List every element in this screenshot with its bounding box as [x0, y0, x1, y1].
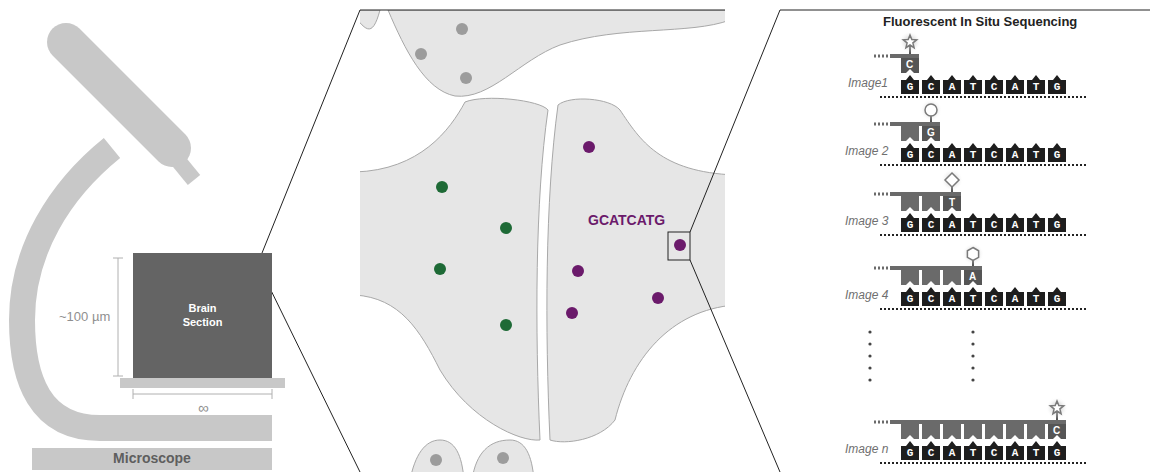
fluorophore-circle — [925, 104, 937, 116]
incorporated-base — [1027, 424, 1045, 439]
template-backbone — [880, 462, 1086, 464]
incorporated-base — [1048, 424, 1066, 439]
primer-backbone — [890, 192, 961, 196]
purple-dots — [566, 141, 686, 319]
incorporated-base — [922, 424, 940, 439]
base-letter: A — [969, 271, 976, 282]
panel-title: Fluorescent In Situ Sequencing — [883, 14, 1077, 29]
primer-backbone — [890, 420, 1066, 424]
fluorophore-diamond — [945, 173, 959, 187]
microscope-tube — [66, 42, 172, 148]
incorporated-base — [943, 270, 961, 285]
fluorescence-glow — [962, 243, 984, 265]
incorporated-base — [964, 270, 982, 285]
microscope-figure — [22, 42, 285, 428]
base-letter: T — [949, 197, 955, 208]
incorporated-base — [964, 424, 982, 439]
incorporated-base — [901, 424, 919, 439]
primer-backbone — [890, 266, 982, 270]
base-letter: C — [1053, 425, 1060, 436]
template-sequence: GCATCATG — [907, 293, 1075, 306]
incorporated-base — [901, 196, 919, 211]
incorporated-base — [901, 126, 919, 141]
incorporated-base — [922, 126, 940, 141]
image-label: Image 4 — [845, 288, 888, 302]
brain-section-box: Brain Section — [133, 253, 272, 378]
template-sequence: GCATCATG — [907, 149, 1075, 162]
cell — [472, 440, 534, 472]
image-label: Image1 — [848, 76, 888, 90]
primer-backbone — [890, 54, 919, 58]
template-sequence: GCATCATG — [907, 81, 1075, 94]
microscope-base: Microscope — [32, 448, 272, 470]
primer-backbone — [874, 421, 890, 424]
template-sequence: GCATCATG — [907, 447, 1075, 460]
template-backbone — [880, 164, 1086, 166]
primer-backbone — [890, 122, 940, 126]
image-label: Image 3 — [845, 214, 888, 228]
incorporated-base — [901, 58, 919, 73]
fluorescence-glow — [899, 31, 921, 53]
fluorophore-hex — [967, 248, 978, 261]
primer-backbone — [874, 193, 890, 196]
green-dots — [434, 181, 512, 331]
cell-field — [360, 10, 725, 472]
incorporated-base — [901, 270, 919, 285]
microscope-stage — [120, 378, 285, 388]
image-label: Image n — [845, 442, 888, 456]
template-backbone — [880, 234, 1086, 236]
base-letter: G — [927, 127, 935, 138]
template-backbone — [880, 96, 1086, 98]
primer-backbone — [874, 267, 890, 270]
image-label: Image 2 — [845, 144, 888, 158]
cell — [388, 10, 725, 96]
incorporated-base — [985, 424, 1003, 439]
microscope-lens — [176, 158, 194, 180]
primer-backbone — [874, 123, 890, 126]
template-backbone — [880, 308, 1086, 310]
fluorescence-glow — [1046, 397, 1068, 419]
cell — [360, 10, 380, 29]
sequence-label: GCATCATG — [588, 212, 665, 228]
primer-backbone — [874, 55, 890, 58]
fluorophore-star — [1050, 401, 1063, 414]
dimension-label: ~100 µm — [59, 309, 110, 324]
grey-dots — [415, 23, 509, 466]
incorporated-base — [943, 196, 961, 211]
node-text: Microscope — [113, 450, 191, 468]
incorporated-base — [1006, 424, 1024, 439]
zoom-lines — [250, 10, 1150, 472]
cell — [410, 440, 464, 472]
incorporated-base — [922, 196, 940, 211]
incorporated-base — [922, 270, 940, 285]
incorporated-base — [943, 424, 961, 439]
fluorescence-glow — [920, 99, 942, 121]
cell — [547, 99, 725, 442]
template-sequence: GCATCATG — [907, 219, 1075, 232]
cell — [360, 98, 548, 440]
dimension-label: ∞ — [198, 399, 209, 416]
node-text: Brain Section — [171, 302, 235, 330]
continuation-dots — [868, 330, 974, 381]
fluorescence-glow — [941, 169, 963, 191]
fluorophore-star — [903, 35, 916, 48]
base-letter: C — [906, 59, 913, 70]
